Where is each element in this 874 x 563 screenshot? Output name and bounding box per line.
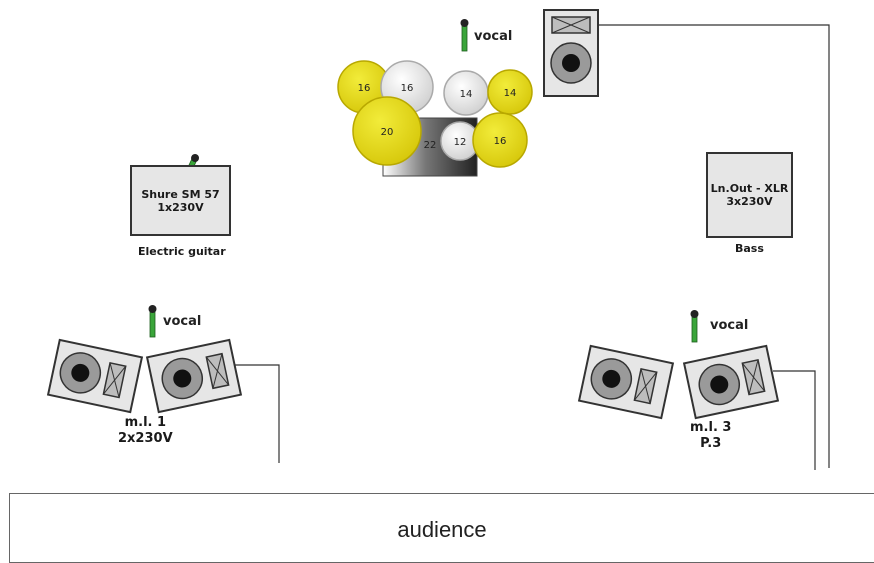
drum-label-3: 14 xyxy=(504,88,517,99)
vocal-mic-top: vocal xyxy=(460,19,512,52)
monitor-left-line1: m.l. 1 xyxy=(124,415,167,430)
cable-top-right xyxy=(598,24,830,468)
monitor-right-a xyxy=(577,344,675,420)
monitor-left-a xyxy=(46,338,144,414)
guitar-amp-line1: Shure SM 57 xyxy=(141,187,220,201)
monitor-right-b xyxy=(682,344,780,420)
drum-label-1: 16 xyxy=(401,83,414,94)
bass-amp-caption: Bass xyxy=(735,242,764,255)
cable-right xyxy=(773,370,816,470)
bass-amp-line1: Ln.Out - XLR xyxy=(710,182,789,195)
drum-label-2: 14 xyxy=(460,89,473,100)
monitor-left-label: m.l. 1 2x230V xyxy=(118,415,173,447)
audience-label: audience xyxy=(397,517,487,542)
speaker-top-right xyxy=(543,9,599,97)
drum-label-5: 22 xyxy=(424,140,437,151)
drum-label-4: 20 xyxy=(381,127,394,138)
vocal-mic-left: vocal xyxy=(148,305,201,338)
monitor-left-b xyxy=(145,338,243,414)
microphone-icon xyxy=(149,309,156,338)
bass-amp-line2: 3x230V xyxy=(726,195,773,208)
drum-kit: 16 16 14 14 20 22 12 16 xyxy=(337,60,533,177)
guitar-amp-caption: Electric guitar xyxy=(138,245,226,258)
cable-left xyxy=(233,364,280,463)
vocal-mic-right: vocal xyxy=(690,310,748,343)
drum-label-0: 16 xyxy=(358,83,371,94)
monitor-right-line2: P.3 xyxy=(700,436,722,451)
audience-area: audience xyxy=(9,493,874,563)
guitar-amp: Shure SM 57 1x230V xyxy=(130,165,231,236)
drum-label-7: 16 xyxy=(494,136,507,147)
drum-piece-4 xyxy=(352,96,422,166)
vocal-label: vocal xyxy=(710,318,748,333)
drum-label-6: 12 xyxy=(454,137,467,148)
vocal-label: vocal xyxy=(163,314,201,329)
microphone-icon xyxy=(461,23,468,52)
drum-piece-7 xyxy=(472,112,528,168)
vocal-label: vocal xyxy=(474,29,512,44)
bass-amp: Ln.Out - XLR 3x230V xyxy=(706,152,793,238)
monitor-right-line1: m.l. 3 xyxy=(690,420,732,435)
monitor-right-label: m.l. 3 P.3 xyxy=(690,420,731,452)
monitor-left-line2: 2x230V xyxy=(118,431,173,446)
guitar-amp-line2: 1x230V xyxy=(157,200,204,214)
microphone-icon xyxy=(691,314,698,343)
cables xyxy=(233,24,830,470)
drum-piece-3 xyxy=(487,69,533,115)
